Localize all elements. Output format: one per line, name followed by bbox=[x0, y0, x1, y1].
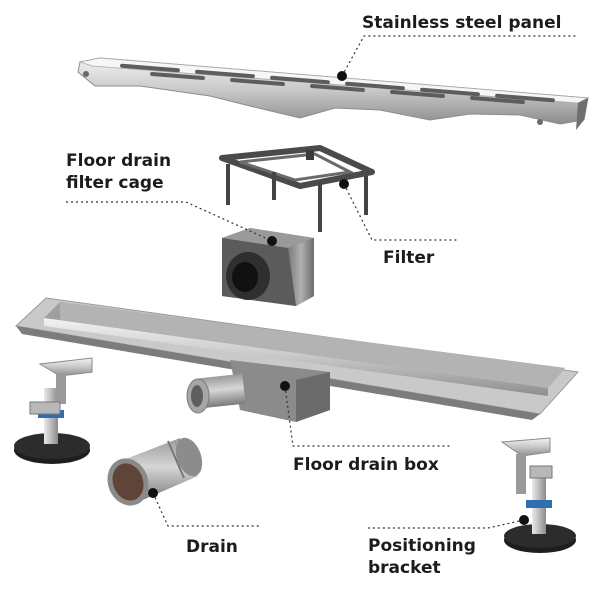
marker-dot-icon bbox=[280, 381, 290, 391]
label-line: filter cage bbox=[66, 173, 164, 193]
panel-hole-icon bbox=[537, 119, 543, 125]
marker-dot-icon bbox=[337, 71, 347, 81]
floor-drain-box bbox=[14, 297, 580, 422]
label-filter: Filter bbox=[383, 248, 435, 268]
stainless-steel-panel bbox=[77, 57, 590, 130]
panel-hole-icon bbox=[83, 71, 89, 77]
label-positioning-bracket: Positioning bracket bbox=[368, 535, 476, 579]
positioning-bracket-left bbox=[14, 357, 93, 464]
drain-pipe bbox=[107, 437, 203, 506]
label-line: Floor drain bbox=[66, 151, 172, 171]
callout-leaders bbox=[66, 35, 578, 529]
panel-slots bbox=[120, 63, 555, 105]
leader-box bbox=[284, 385, 452, 447]
leader-bracket bbox=[366, 519, 525, 529]
marker-dot-icon bbox=[519, 515, 529, 525]
marker-dot-icon bbox=[339, 179, 349, 189]
leader-filter bbox=[343, 183, 458, 241]
marker-dot-icon bbox=[148, 488, 158, 498]
positioning-bracket-right bbox=[500, 437, 576, 553]
marker-dot-icon bbox=[267, 236, 277, 246]
floor-drain-filter-cage bbox=[219, 145, 375, 232]
label-line: bracket bbox=[368, 558, 441, 578]
leader-cage bbox=[66, 201, 273, 242]
callout-dots bbox=[148, 71, 529, 525]
label-floor-drain-filter-cage: Floor drain filter cage bbox=[66, 150, 171, 194]
filter-unit bbox=[222, 228, 314, 306]
leader-drain bbox=[152, 492, 260, 527]
label-floor-drain-box: Floor drain box bbox=[293, 455, 439, 475]
label-line: Positioning bbox=[368, 536, 476, 556]
label-stainless-steel-panel: Stainless steel panel bbox=[362, 13, 562, 33]
leader-panel bbox=[341, 35, 578, 77]
label-drain: Drain bbox=[186, 537, 238, 557]
